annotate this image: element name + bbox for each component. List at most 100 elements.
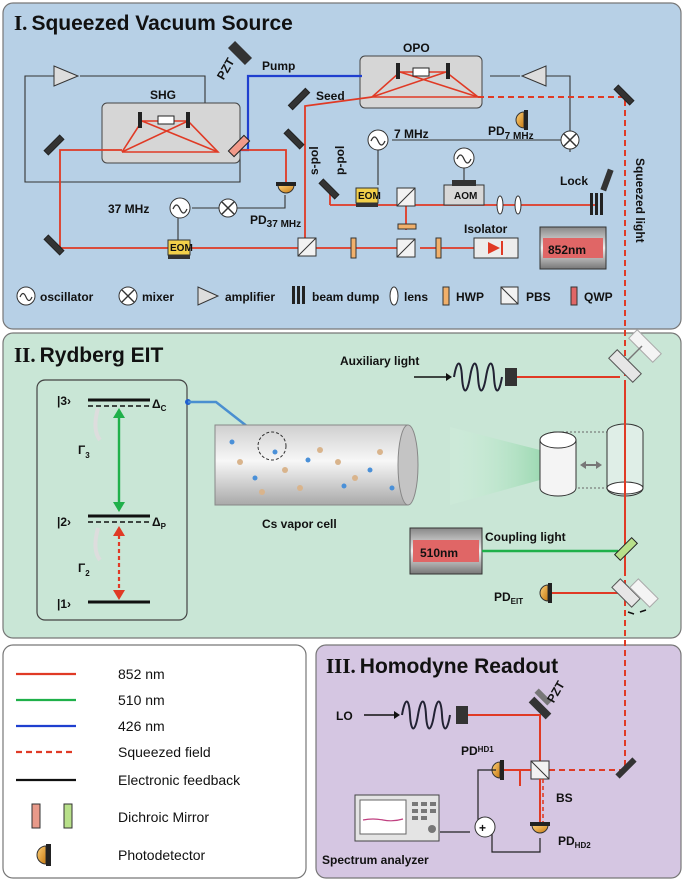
mixer-icon <box>218 198 238 218</box>
seed-label: Seed <box>316 89 345 103</box>
amplifier-icon <box>197 286 220 306</box>
hwp-icon <box>435 237 442 259</box>
isolator-label: Isolator <box>464 222 508 236</box>
spectrum-label: Spectrum analyzer <box>322 853 429 867</box>
svg-text:HWP: HWP <box>456 290 484 304</box>
hwp-icon <box>350 237 357 259</box>
photodetector-icon <box>36 844 51 866</box>
svg-text:852nm: 852nm <box>548 243 586 257</box>
pd37-label: PD37 MHz <box>250 213 301 230</box>
squeezed-light-label: Squeezed light <box>633 158 647 243</box>
opo-cavity: OPO <box>359 41 483 109</box>
beam-dump-icon <box>292 286 305 304</box>
fiber-coupler-icon <box>456 706 468 724</box>
pump-label: Pump <box>262 59 295 73</box>
isolator-icon: Isolator <box>464 222 519 259</box>
beam-cone <box>450 427 540 505</box>
cs-vapor-cell <box>214 424 419 506</box>
photodetector-icon <box>515 110 528 130</box>
svg-text:EOM: EOM <box>358 191 381 202</box>
svg-text:AOM: AOM <box>454 191 477 202</box>
laser-852nm: 852nm <box>539 226 607 270</box>
level-1-label: |1› <box>57 597 71 611</box>
pdhd2-label: PDHD2 <box>558 834 591 850</box>
svg-text:EOM: EOM <box>170 243 193 254</box>
electronic-feedback-lines <box>440 769 541 853</box>
pdhd1-label: PDHD1 <box>461 744 494 758</box>
dichroic-mirror-icon <box>613 536 639 562</box>
freq-7-label: 7 MHz <box>394 127 429 141</box>
svg-text:oscillator: oscillator <box>40 290 94 304</box>
lens-icon <box>496 195 504 215</box>
photodetector-icon <box>276 182 296 194</box>
fiber-coupler-icon <box>505 368 517 386</box>
oscillator-icon <box>169 197 191 219</box>
oscillator-icon <box>453 147 475 169</box>
fiber-coil-icon <box>453 362 503 392</box>
ppol-label: p-pol <box>333 146 347 175</box>
pzt-mirror <box>528 688 552 720</box>
aux-light-label: Auxiliary light <box>340 354 419 368</box>
dichroic-mirror-icon <box>63 803 73 829</box>
section-title-vacuum: I.Squeezed Vacuum Source <box>14 11 293 35</box>
section-title-eit: II.Rydberg EIT <box>14 343 163 367</box>
eom-icon: EOM <box>355 187 381 207</box>
svg-text:Dichroic Mirror: Dichroic Mirror <box>118 809 209 825</box>
photodetector-icon <box>491 760 504 780</box>
components-legend: oscillator mixer amplifier beam dump len… <box>16 286 613 306</box>
mixer-icon <box>118 286 138 306</box>
svg-text:510 nm: 510 nm <box>118 692 165 708</box>
beam-dump-icon <box>590 193 603 215</box>
shg-label: SHG <box>150 88 176 102</box>
oscillator-icon <box>16 286 36 306</box>
delta-p-label: ΔP <box>152 515 167 531</box>
bs-label: BS <box>556 791 573 805</box>
lens-icon <box>389 286 399 306</box>
legend-panel <box>2 644 307 879</box>
fiber-coil-icon <box>401 700 451 730</box>
delta-c-label: ΔC <box>152 397 167 413</box>
svg-text:Electronic feedback: Electronic feedback <box>118 772 241 788</box>
svg-text:amplifier: amplifier <box>225 290 275 304</box>
svg-text:lens: lens <box>404 290 428 304</box>
pbs-icon <box>297 187 416 258</box>
mixer-icon <box>560 130 580 150</box>
energy-levels <box>88 398 150 604</box>
section-title-homodyne: III.Homodyne Readout <box>326 654 558 678</box>
lo-label: LO <box>336 709 353 723</box>
lens-icon <box>514 195 522 215</box>
subtractor-icon: + <box>474 816 496 838</box>
gamma-3-label: Γ3 <box>78 443 90 460</box>
eom-icon: EOM <box>167 239 193 259</box>
beam-splitter-icon <box>530 760 550 780</box>
svg-text:beam dump: beam dump <box>312 290 379 304</box>
mirror <box>615 757 637 779</box>
oscillator-icon <box>367 129 389 151</box>
opo-label: OPO <box>403 41 430 55</box>
hwp-icon <box>397 223 417 230</box>
svg-text:+: + <box>479 821 486 835</box>
spectrum-analyzer-icon <box>354 794 440 842</box>
coupling-light-label: Coupling light <box>485 530 566 544</box>
svg-text:510nm: 510nm <box>420 546 458 560</box>
lock-label: Lock <box>560 174 588 188</box>
laser-510nm: 510nm <box>409 527 483 575</box>
pd-eit-label: PDEIT <box>494 590 523 606</box>
svg-text:852 nm: 852 nm <box>118 666 165 682</box>
amplifier-icon <box>520 65 547 87</box>
svg-text:PBS: PBS <box>526 290 551 304</box>
spol-label: s-pol <box>307 146 321 175</box>
dichroic-mirror-icon <box>31 803 41 829</box>
photodetector-icon <box>530 822 550 834</box>
svg-text:mixer: mixer <box>142 290 174 304</box>
aom-icon: AOM <box>443 180 485 206</box>
movable-mirror <box>608 329 662 383</box>
level-2-label: |2› <box>57 515 71 529</box>
pbs-icon <box>500 286 519 305</box>
hwp-icon <box>442 286 450 306</box>
freq-37-label: 37 MHz <box>108 202 149 216</box>
level-3-label: |3› <box>57 394 71 408</box>
mirror <box>600 168 614 192</box>
svg-text:QWP: QWP <box>584 290 613 304</box>
